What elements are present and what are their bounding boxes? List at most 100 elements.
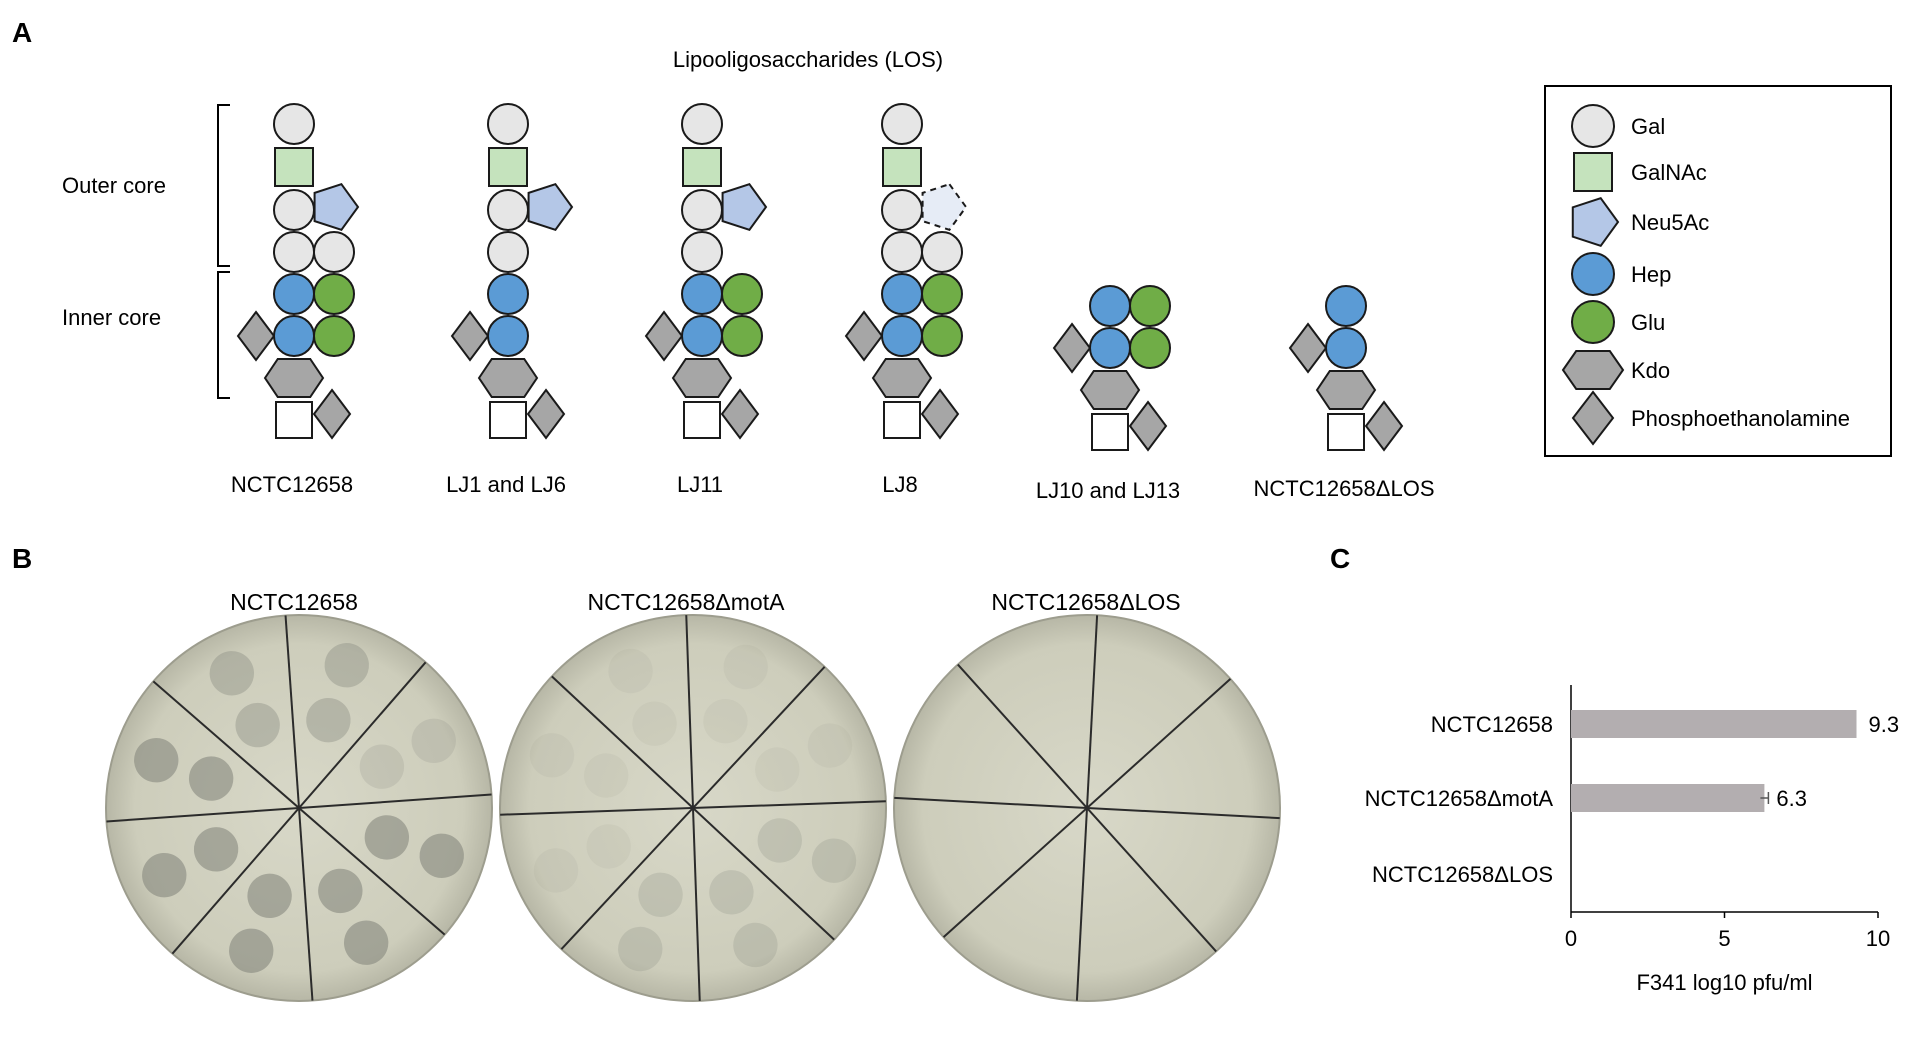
plaque-spot [618, 926, 663, 972]
agar-plate [893, 614, 1281, 1002]
phosphoethanolamine-diamond [526, 388, 566, 440]
strain-label: LJ8 [882, 472, 917, 497]
category-label: NCTC12658 [1431, 712, 1553, 737]
plate-sectors [894, 615, 1280, 1001]
plaque-spot [638, 872, 683, 917]
phosphoethanolamine-diamond [450, 310, 490, 362]
legend-phosphoethanolamine-icon [1571, 390, 1615, 446]
los-structures [236, 103, 1404, 452]
hep-circle [881, 315, 923, 357]
strain-label: LJ10 and LJ13 [1036, 478, 1180, 503]
plaque-spot [811, 838, 857, 883]
plaque-spot [343, 920, 389, 965]
plate-title: NCTC12658ΔmotA [588, 589, 786, 615]
lipid-a-square [489, 401, 527, 439]
kdo-hexagon [871, 358, 933, 398]
x-axis-label: F341 log10 pfu/ml [1636, 970, 1812, 995]
plaque-spot [134, 738, 179, 783]
plaque-spot [533, 848, 579, 893]
legend-label: Glu [1631, 310, 1665, 335]
neu5ac-pentagon [313, 182, 360, 232]
hep-circle [273, 315, 315, 357]
inner-core-label: Inner core [62, 305, 161, 330]
category-label: NCTC12658ΔmotA [1365, 786, 1554, 811]
hep-circle [1089, 285, 1131, 327]
gal-circle [681, 103, 723, 145]
plaque-spot [193, 827, 239, 872]
panel-letter-a: A [12, 17, 32, 48]
plaque-spot [807, 723, 853, 768]
plate-title: NCTC12658 [230, 589, 358, 615]
plaque-spot [733, 922, 778, 968]
glu-circle [921, 273, 963, 315]
plaque-spot [411, 718, 456, 764]
glu-circle [1129, 327, 1171, 369]
lipid-a-square [883, 401, 921, 439]
galnac-square [682, 147, 722, 187]
agar-plate [499, 614, 887, 1002]
plaque-spot [703, 699, 748, 744]
plaque-spot [584, 753, 629, 798]
gal-circle [681, 231, 723, 273]
legend-item: Gal [1571, 104, 1665, 148]
hep-circle [681, 315, 723, 357]
gal-circle [881, 103, 923, 145]
legend-kdo-icon [1561, 350, 1625, 390]
legend-item: Glu [1571, 300, 1665, 344]
legend-item: GalNAc [1573, 152, 1707, 192]
legend-label: Neu5Ac [1631, 210, 1709, 235]
plaque-spot [723, 644, 768, 690]
neu5ac-pentagon [721, 182, 768, 232]
phosphoethanolamine-diamond [312, 388, 352, 440]
hep-circle [273, 273, 315, 315]
agar-plate [105, 614, 493, 1002]
hep-circle [1089, 327, 1131, 369]
sector-line [942, 678, 1232, 938]
phosphoethanolamine-diamond [236, 310, 276, 362]
bar [1571, 784, 1765, 812]
galnac-square [882, 147, 922, 187]
sector-line [171, 661, 427, 955]
hep-circle [881, 273, 923, 315]
strain-label: NCTC12658 [231, 472, 353, 497]
plaque-spot [608, 648, 653, 694]
hep-circle [487, 315, 529, 357]
gal-circle [313, 231, 355, 273]
gal-circle [273, 103, 315, 145]
glu-circle [721, 273, 763, 315]
gal-circle [881, 231, 923, 273]
plaque-spot [235, 702, 280, 748]
lipid-a-square [1327, 413, 1365, 451]
plaque-spot [755, 747, 800, 792]
los-structure [1052, 285, 1171, 452]
plaque-spot [529, 733, 575, 778]
kdo-hexagon [1079, 370, 1141, 410]
legend: GalGalNAcNeu5AcHepGluKdoPhosphoethanolam… [1561, 104, 1850, 446]
los-structure [644, 103, 768, 440]
plaque-spot [709, 870, 754, 915]
hep-circle [1325, 327, 1367, 369]
sector-line [560, 666, 826, 950]
plaque-spot [364, 815, 410, 860]
plaque-spot [247, 873, 292, 919]
plate-title: NCTC12658ΔLOS [991, 589, 1180, 615]
los-title: Lipooligosaccharides (LOS) [673, 47, 943, 72]
legend-item: Phosphoethanolamine [1571, 390, 1850, 446]
glu-circle [313, 273, 355, 315]
glu-circle [313, 315, 355, 357]
plaque-spot [632, 701, 677, 746]
legend-label: Kdo [1631, 358, 1670, 383]
hep-circle [681, 273, 723, 315]
legend-label: Gal [1631, 114, 1665, 139]
neu5ac-pentagon [527, 182, 574, 232]
strain-label: LJ11 [677, 472, 723, 497]
gal-circle [921, 231, 963, 273]
plaque-spot [306, 697, 351, 743]
los-structure [450, 103, 574, 440]
panel-letter-c: C [1330, 543, 1350, 574]
bar [1571, 710, 1857, 738]
kdo-hexagon [671, 358, 733, 398]
